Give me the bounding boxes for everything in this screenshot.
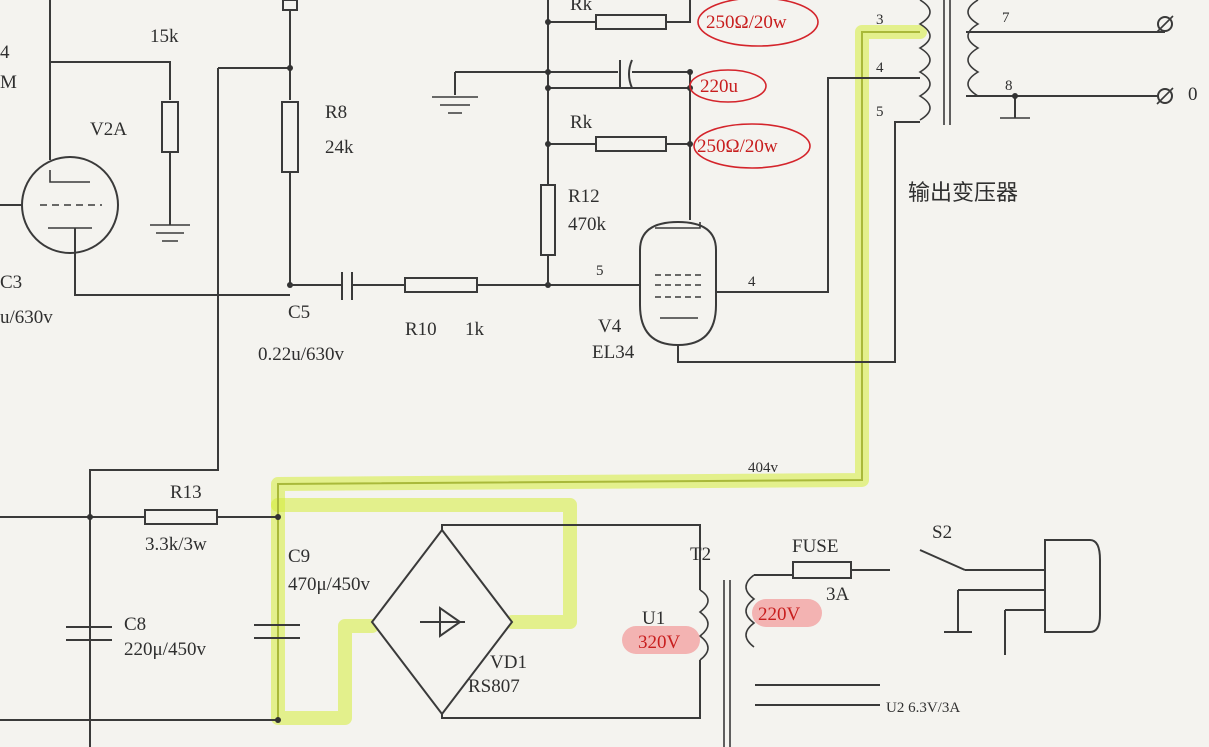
pin-5-label: 5 (596, 263, 604, 279)
v2a-stage (0, 0, 290, 296)
cathode-network (432, 0, 693, 285)
r13-label: R13 (170, 482, 202, 503)
v4-el34-tube-icon (639, 77, 920, 363)
voltage-320v-label: 320V (638, 632, 681, 653)
r13-value: 3.3k/3w (145, 534, 207, 555)
u2-label: U2 6.3V/3A (886, 700, 960, 716)
transformer-pin-4: 4 (876, 60, 884, 76)
c3-label: C3 (0, 272, 22, 293)
power-plug-icon (1044, 539, 1101, 633)
s2-label: S2 (932, 522, 952, 543)
rk-top-value: 250Ω/20w (706, 12, 787, 33)
r8-label: R8 (325, 102, 347, 123)
r12-label: R12 (568, 186, 600, 207)
text-labels: 15k M 4 V2A R8 24k C3 u/630v C5 0.22u/63… (0, 0, 1198, 716)
transformer-pin-3: 3 (876, 12, 884, 28)
c8-value: 220μ/450v (124, 639, 206, 660)
c8-label: C8 (124, 614, 146, 635)
transformer-pin-5: 5 (876, 104, 884, 120)
output-zero-label: 0 (1188, 84, 1198, 105)
v2a-label: V2A (90, 119, 127, 140)
r10-label: R10 (405, 319, 437, 340)
pin-left-4: 4 (0, 42, 10, 63)
fuse-value: 3A (826, 584, 850, 605)
transformer-pin-7: 7 (1002, 10, 1010, 26)
pin-4-label: 4 (748, 274, 756, 290)
t2-label: T2 (690, 544, 711, 565)
voltage-220v-label: 220V (758, 604, 801, 625)
c9-label: C9 (288, 546, 310, 567)
rk-top-label: Rk (570, 0, 593, 15)
transformer-pin-8: 8 (1005, 78, 1013, 94)
r-top-value: 15k (150, 26, 179, 47)
c3-value: u/630v (0, 307, 53, 328)
r10-value: 1k (465, 319, 485, 340)
c5-value: 0.22u/630v (258, 344, 345, 365)
cap-220u-value: 220u (700, 76, 739, 97)
voltage-404-label: 404v (748, 460, 779, 476)
u1-label: U1 (642, 608, 665, 629)
rk-mid-label: Rk (570, 112, 593, 133)
r8-column (89, 0, 299, 747)
c5-label: C5 (288, 302, 310, 323)
v4-type: EL34 (592, 342, 635, 363)
highlighted-hv-path (271, 25, 927, 725)
rk-mid-value: 250Ω/20w (697, 136, 778, 157)
vd1-label: VD1 (490, 652, 527, 673)
output-transformer-label: 输出变压器 (908, 181, 1018, 206)
r12-value: 470k (568, 214, 607, 235)
power-supply (0, 509, 1101, 747)
m-label: M (0, 72, 17, 93)
rs807-label: RS807 (468, 676, 520, 697)
c9-value: 470μ/450v (288, 574, 370, 595)
fuse-icon (792, 561, 852, 579)
r8-value: 24k (325, 137, 354, 158)
red-annotations (622, 0, 822, 654)
fuse-label: FUSE (792, 536, 838, 557)
v4-label: V4 (598, 316, 622, 337)
output-transformer (918, 0, 1174, 125)
c5-r10-path (290, 272, 650, 300)
